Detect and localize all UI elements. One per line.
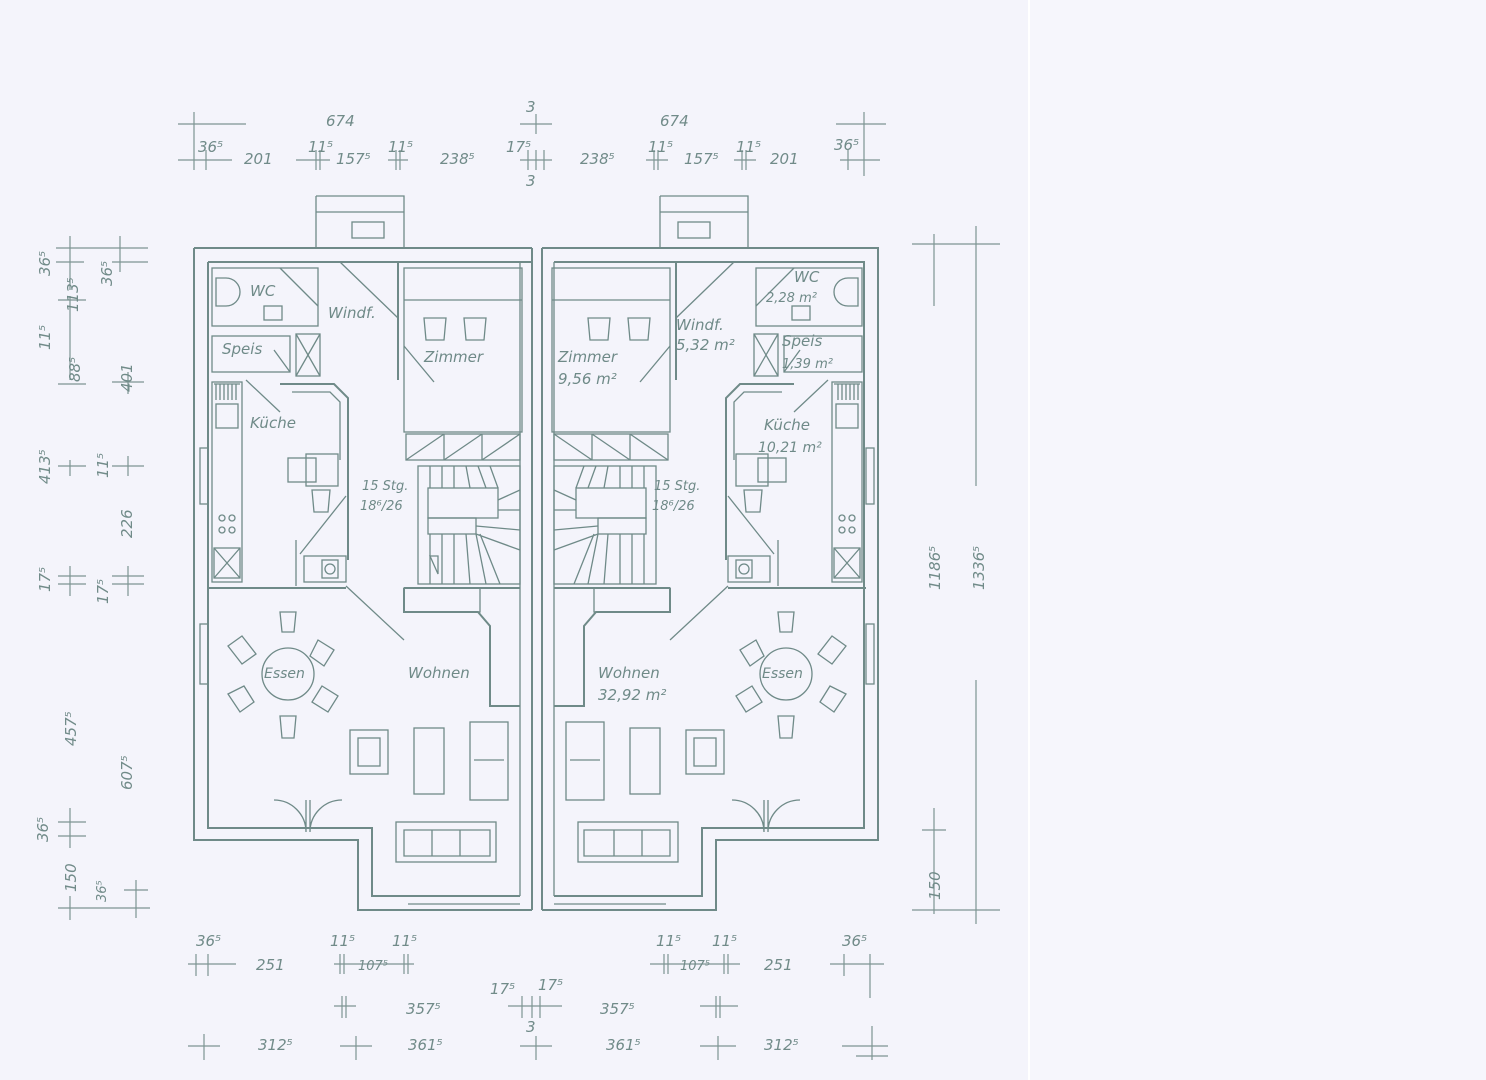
dim-bottom-r1-4: 107⁵	[358, 959, 388, 974]
dim-bottom-r2-left: 357⁵	[406, 1000, 441, 1018]
dim-bottom-r1-10: 36⁵	[842, 932, 867, 950]
dim-left-o-1: 36⁵	[36, 251, 54, 276]
dim-left-i-2: 88⁵	[66, 357, 84, 382]
label-kueche-left: Küche	[250, 414, 296, 432]
label-stairs-left-1: 15 Stg.	[362, 479, 408, 494]
label-windfang-area-right: 5,32 m²	[676, 336, 735, 354]
label-wohnen-left: Wohnen	[408, 664, 470, 682]
dim-top-seg-4: 157⁵	[336, 150, 371, 168]
label-zimmer-area-right: 9,56 m²	[558, 370, 617, 388]
dim-bottom-r2-right: 357⁵	[600, 1000, 635, 1018]
background-sheet	[1030, 0, 1486, 1080]
label-zimmer-right: Zimmer	[557, 348, 618, 366]
right-unit-interior	[551, 261, 875, 905]
paper-edge	[1028, 0, 1030, 1080]
room-labels-left: WC Windf. Speis Küche Zimmer 15 Stg. 18⁶…	[222, 282, 484, 682]
dim-bottom-r1-1: 36⁵	[196, 932, 221, 950]
dim-top-seg-7: 238⁵	[580, 150, 615, 168]
label-wc-left: WC	[250, 282, 276, 300]
dim-top-seg-9: 157⁵	[684, 150, 719, 168]
dim-bottom-r1-3: 11⁵	[330, 932, 355, 950]
label-kueche-area-right: 10,21 m²	[758, 440, 822, 456]
dimension-labels-top: 674 674 3 3 36⁵ 201 11⁵ 157⁵ 11⁵ 238⁵ 17…	[198, 98, 859, 190]
dim-bottom-r3-3: 3	[526, 1018, 536, 1036]
dim-bottom-r2-center-2: 17⁵	[538, 976, 563, 994]
dim-bottom-r1-9: 251	[764, 956, 793, 974]
dim-left-i-3: 36⁵	[98, 261, 116, 286]
label-wohnen-right: Wohnen	[598, 664, 660, 682]
dim-top-seg-8: 11⁵	[648, 138, 673, 156]
dim-left-i-1: 113⁵	[64, 277, 82, 312]
dim-left-o-5: 17⁵	[36, 567, 54, 592]
label-windfang-right: Windf.	[676, 316, 724, 334]
dim-bottom-r3-4: 361⁵	[606, 1036, 641, 1054]
dim-left-o-7: 36⁵	[34, 817, 52, 842]
dim-bottom-r3-2: 361⁵	[408, 1036, 443, 1054]
label-wohnen-area-right: 32,92 m²	[598, 686, 666, 704]
dim-left-o-6: 457⁵	[62, 711, 80, 746]
dim-top-seg-6: 238⁵	[440, 150, 475, 168]
dimension-labels-right: 1186⁵ 1336⁵ 150	[926, 546, 988, 900]
label-wc-area-right: 2,28 m²	[766, 291, 817, 306]
dim-left-i-7: 17⁵	[94, 579, 112, 604]
dim-bottom-r1-8: 11⁵	[712, 932, 737, 950]
label-essen-right: Essen	[762, 666, 803, 682]
dim-right-outer: 1336⁵	[970, 546, 988, 590]
label-stairs-right-2: 18⁶/26	[652, 499, 695, 514]
dim-bottom-r1-2: 251	[256, 956, 285, 974]
dim-top-overall-left: 674	[326, 112, 355, 130]
dim-top-seg-5: 11⁵	[388, 138, 413, 156]
paper-sheet	[0, 0, 1028, 1080]
label-stairs-right-1: 15 Stg.	[654, 479, 700, 494]
label-stairs-left-2: 18⁶/26	[360, 499, 403, 514]
label-windfang-left: Windf.	[328, 304, 376, 322]
dim-top-seg-1: 36⁵	[198, 138, 223, 156]
dim-top-seg-12: 36⁵	[834, 136, 859, 154]
dim-right-bay: 150	[926, 871, 944, 900]
dim-bottom-r1-5: 11⁵	[392, 932, 417, 950]
dim-left-i-8: 607⁵	[118, 755, 136, 790]
dim-top-center: 17⁵	[506, 138, 531, 156]
label-wc-right: WC	[794, 268, 820, 286]
dim-top-party-wall: 3	[526, 98, 536, 116]
label-speis-right: Speis	[782, 332, 822, 350]
dim-left-i-6: 226	[118, 509, 136, 538]
dim-top-seg-2: 201	[244, 150, 273, 168]
dim-bottom-r1-7: 107⁵	[680, 959, 710, 974]
left-unit-interior	[199, 261, 523, 905]
dim-bottom-r1-6: 11⁵	[656, 932, 681, 950]
dim-top-party-wall-bottom: 3	[526, 172, 536, 190]
dim-left-o-2: 11⁵	[36, 325, 54, 350]
dim-left-i-4: 401	[118, 363, 136, 392]
dim-left-i-5: 11⁵	[94, 453, 112, 478]
dim-top-seg-11: 201	[770, 150, 799, 168]
dim-bottom-r2-center-1: 17⁵	[490, 980, 515, 998]
dimension-lines	[56, 112, 1000, 1060]
dimension-labels-bottom: 36⁵ 251 11⁵ 107⁵ 11⁵ 11⁵ 107⁵ 11⁵ 251 36…	[196, 932, 867, 1054]
dim-top-seg-10: 11⁵	[736, 138, 761, 156]
label-zimmer-left: Zimmer	[423, 348, 484, 366]
room-labels-right: WC 2,28 m² Windf. 5,32 m² Speis 1,39 m² …	[557, 268, 833, 704]
dim-left-o-4: 413⁵	[36, 449, 54, 484]
dim-top-seg-3: 11⁵	[308, 138, 333, 156]
dim-right-inner: 1186⁵	[926, 546, 944, 590]
dim-left-i-9: 36⁵	[95, 880, 110, 902]
label-speis-area-right: 1,39 m²	[782, 357, 833, 372]
label-kueche-right: Küche	[764, 416, 810, 434]
dim-left-o-8: 150	[62, 863, 80, 892]
dim-top-overall-right: 674	[660, 112, 689, 130]
label-speis-left: Speis	[222, 340, 262, 358]
dimension-labels-left: 36⁵ 11⁵ 413⁵ 17⁵ 457⁵ 36⁵ 150 113⁵ 88⁵ 3…	[34, 251, 136, 902]
label-essen-left: Essen	[264, 666, 305, 682]
dim-bottom-r3-5: 312⁵	[764, 1036, 799, 1054]
dim-bottom-r3-1: 312⁵	[258, 1036, 293, 1054]
